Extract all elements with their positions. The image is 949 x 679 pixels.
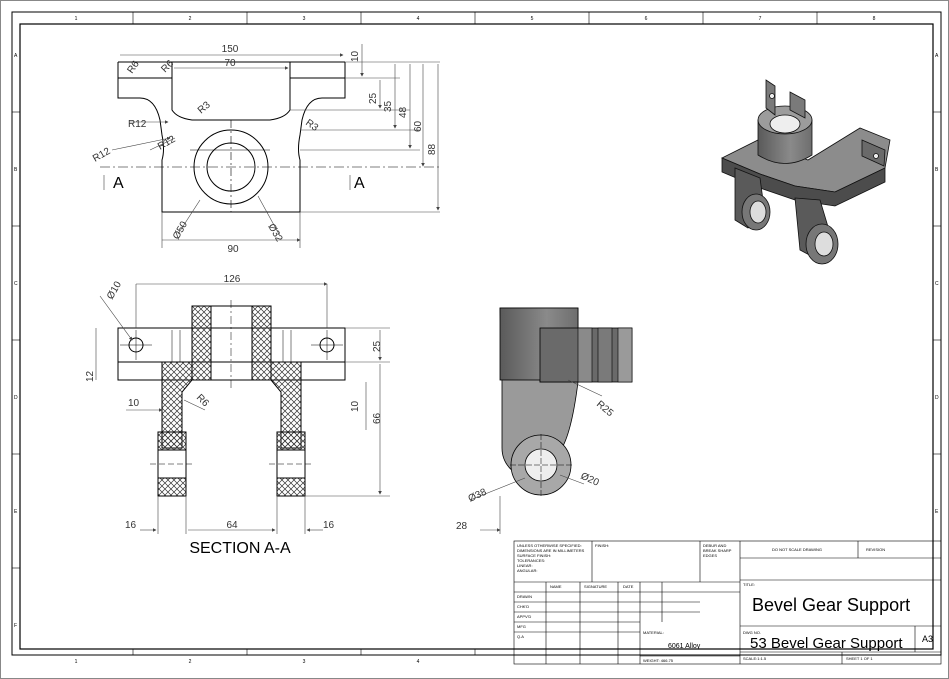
title-block-text: UNLESS OTHERWISE SPECIFIED: DIMENSIONS A… bbox=[517, 543, 933, 663]
section-view-dim-lines bbox=[95, 282, 390, 534]
zone-labels-left: A B C D E F bbox=[14, 53, 18, 629]
zone-row-b: B bbox=[14, 167, 18, 173]
zone-col-1-bottom: 1 bbox=[75, 659, 78, 665]
weight-value: WEIGHT: 466.75 bbox=[643, 658, 674, 663]
section-title: SECTION A-A bbox=[189, 540, 291, 557]
zone-row-e: E bbox=[14, 509, 18, 515]
drawing-title: Bevel Gear Support bbox=[752, 595, 910, 615]
deburr-note-2: BREAK SHARP bbox=[703, 548, 732, 553]
top-view-dim-lines bbox=[103, 44, 440, 248]
unless-note-5: LINEAR: bbox=[517, 563, 533, 568]
section-mark-left: A bbox=[113, 175, 124, 192]
dim-70: 70 bbox=[224, 58, 236, 69]
zone-ticks bbox=[12, 12, 941, 655]
dim-60: 60 bbox=[413, 120, 424, 132]
material-label: MATERIAL: bbox=[643, 630, 664, 635]
row-mfg: MFG bbox=[517, 624, 526, 629]
sheet-frame bbox=[11, 11, 942, 656]
scale-value: SCALE:1:1.5 bbox=[743, 656, 767, 661]
section-mark-right: A bbox=[354, 175, 365, 192]
col-date: DATE bbox=[623, 584, 634, 589]
dim-126: 126 bbox=[224, 274, 241, 285]
unless-note-2: DIMENSIONS ARE IN MILLIMETERS bbox=[517, 548, 585, 553]
dim-r12-a: R12 bbox=[128, 119, 147, 130]
row-checked: CHK'D bbox=[517, 604, 529, 609]
title-label: TITLE: bbox=[743, 582, 755, 587]
sheet-number: SHEET 1 OF 1 bbox=[846, 656, 873, 661]
unless-note-1: UNLESS OTHERWISE SPECIFIED: bbox=[517, 543, 582, 548]
dim-10-horizontal: 10 bbox=[128, 398, 140, 409]
dwg-no-label: DWG NO. bbox=[743, 630, 761, 635]
row-qa: Q.A bbox=[517, 634, 524, 639]
zone-col-3-bottom: 3 bbox=[303, 659, 306, 665]
title-block bbox=[513, 540, 942, 665]
dim-16-right: 16 bbox=[323, 520, 335, 531]
material-value: 6061 Alloy bbox=[668, 643, 701, 650]
dim-48: 48 bbox=[398, 106, 409, 118]
unless-note-6: ANGULAR: bbox=[517, 568, 537, 573]
dim-16-left: 16 bbox=[125, 520, 137, 531]
zone-row-e-right: E bbox=[935, 509, 939, 515]
zone-col-4-bottom: 4 bbox=[417, 659, 420, 665]
dim-66: 66 bbox=[372, 412, 383, 424]
row-approved: APPV'D bbox=[517, 614, 531, 619]
dim-64: 64 bbox=[226, 520, 238, 531]
dim-150: 150 bbox=[222, 44, 239, 55]
deburr-note-3: EDGES bbox=[703, 553, 717, 558]
dim-88: 88 bbox=[427, 143, 438, 155]
sheet-size: A3 bbox=[922, 634, 933, 644]
do-not-scale: DO NOT SCALE DRAWING bbox=[772, 547, 822, 552]
unless-note-3: SURFACE FINISH: bbox=[517, 553, 551, 558]
zone-row-f: F bbox=[14, 623, 17, 629]
side-view: R25 Ø20 Ø38 28 bbox=[456, 307, 633, 534]
zone-row-c-right: C bbox=[935, 281, 939, 287]
col-name: NAME bbox=[550, 584, 562, 589]
zone-col-8: 8 bbox=[873, 16, 876, 22]
unless-note-4: TOLERANCES: bbox=[517, 558, 545, 563]
zone-row-c: C bbox=[14, 281, 18, 287]
dim-10-vertical: 10 bbox=[350, 400, 361, 412]
deburr-note-1: DEBUR AND bbox=[703, 543, 726, 548]
dim-25-section: 25 bbox=[372, 340, 383, 352]
zone-col-1: 1 bbox=[75, 16, 78, 22]
zone-row-d: D bbox=[14, 395, 18, 401]
dim-35: 35 bbox=[383, 100, 394, 112]
zone-row-d-right: D bbox=[935, 395, 939, 401]
zone-row-a: A bbox=[14, 53, 18, 59]
zone-col-5: 5 bbox=[531, 16, 534, 22]
zone-col-2: 2 bbox=[189, 16, 192, 22]
dim-12: 12 bbox=[85, 370, 96, 382]
zone-col-3: 3 bbox=[303, 16, 306, 22]
section-view bbox=[117, 300, 346, 497]
top-view bbox=[100, 61, 440, 213]
dim-28: 28 bbox=[456, 521, 468, 532]
dim-25: 25 bbox=[368, 92, 379, 104]
dim-90: 90 bbox=[227, 244, 239, 255]
col-signature: SIGNATURE bbox=[584, 584, 607, 589]
zone-labels-top: 1 2 3 4 5 6 7 8 bbox=[75, 16, 876, 22]
dim-10: 10 bbox=[350, 50, 361, 62]
zone-labels-bottom: 1 2 3 4 bbox=[75, 659, 420, 665]
section-view-dims: 126 Ø10 12 25 10 66 R6 10 16 64 16 SECTI… bbox=[85, 274, 383, 557]
row-drawn: DRAWN bbox=[517, 594, 532, 599]
zone-col-7: 7 bbox=[759, 16, 762, 22]
zone-col-2-bottom: 2 bbox=[189, 659, 192, 665]
isometric-view bbox=[721, 79, 891, 265]
drawing-number: 53 Bevel Gear Support bbox=[750, 635, 903, 652]
zone-col-6: 6 bbox=[645, 16, 648, 22]
drawing-frame bbox=[19, 23, 934, 650]
finish-label: FINISH: bbox=[595, 543, 609, 548]
zone-col-4: 4 bbox=[417, 16, 420, 22]
zone-row-a-right: A bbox=[935, 53, 939, 59]
zone-row-b-right: B bbox=[935, 167, 939, 173]
zone-labels-right: A B C D E bbox=[935, 53, 939, 515]
revision-label: REVISION bbox=[866, 547, 885, 552]
